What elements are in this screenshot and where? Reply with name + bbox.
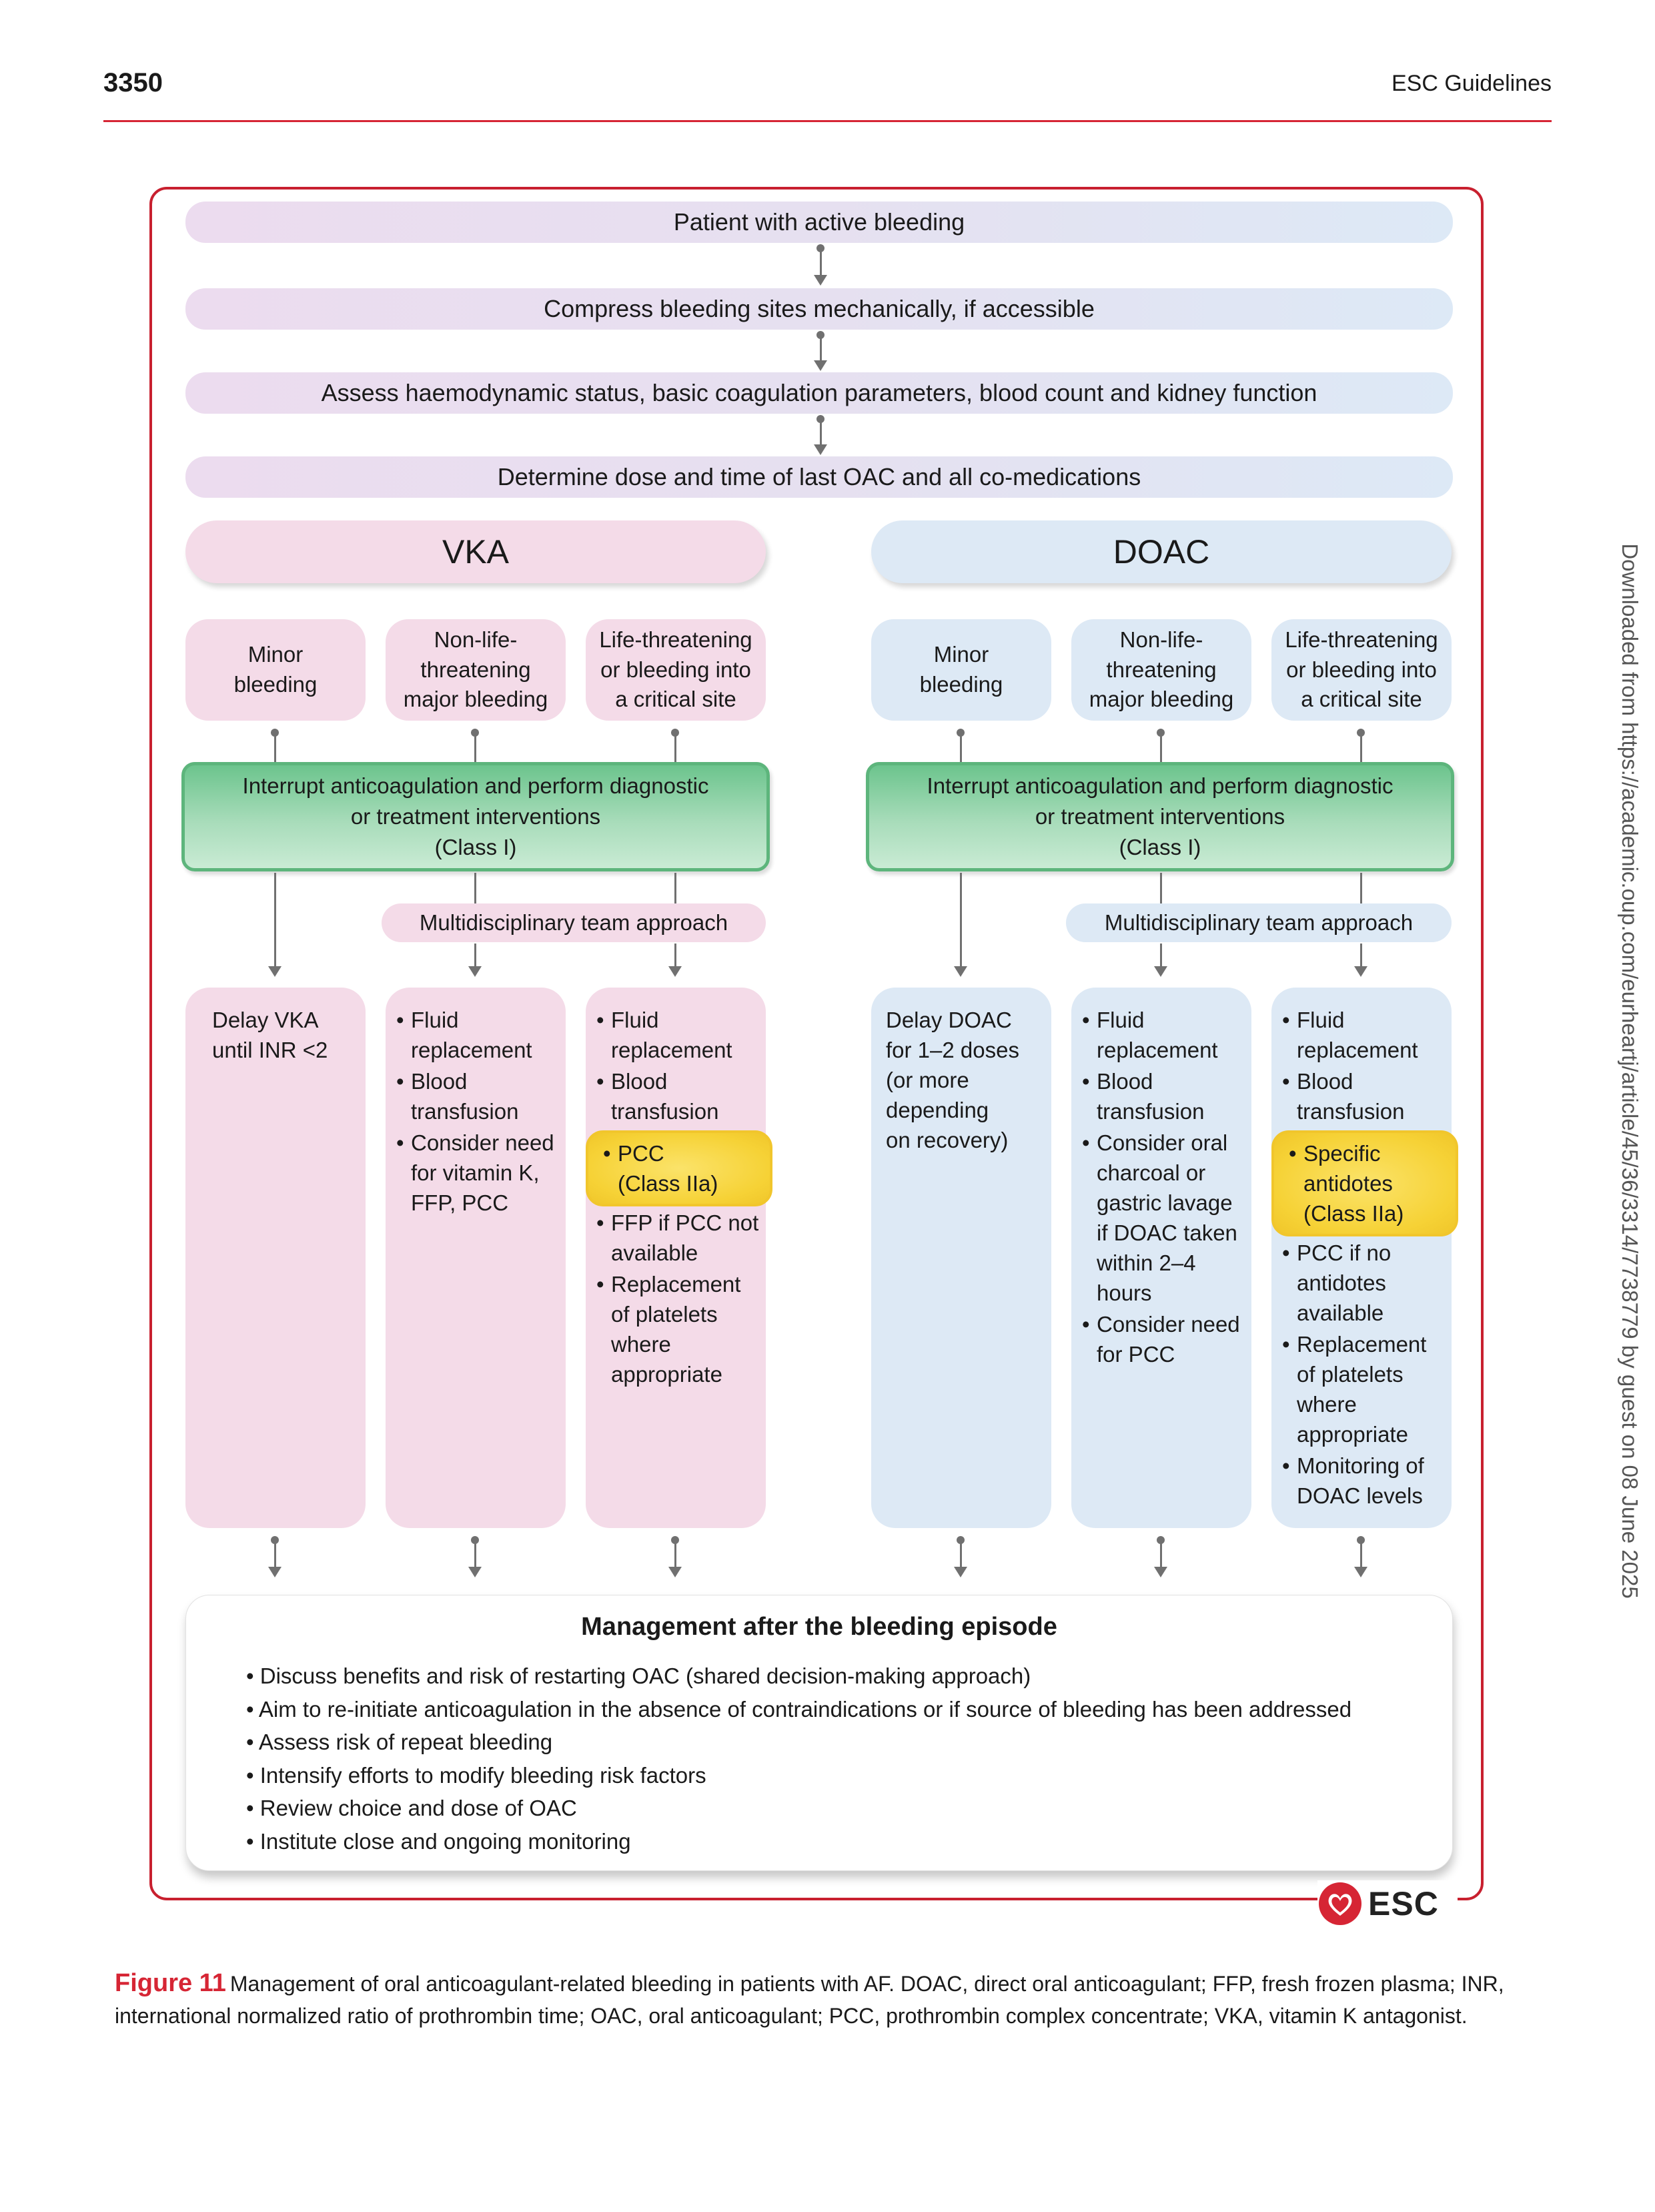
header-rule [103,120,1552,122]
connector-line [960,873,962,968]
connector-line [474,873,476,905]
connector-line [1160,733,1162,763]
arrow-down-icon [668,966,682,977]
connector-line [1360,733,1362,763]
step-assess-status: Assess haemodynamic status, basic coagul… [185,372,1453,414]
heart-icon [1319,1882,1361,1925]
vka-interrupt-box: Interrupt anticoagulation and perform di… [181,762,770,871]
page-number: 3350 [103,68,163,97]
list-item: • Institute close and ongoing monitoring [246,1828,631,1854]
doac-heading: DOAC [871,520,1452,583]
arrow-down-icon [1154,966,1167,977]
connector-line [1160,873,1162,905]
arrow-down-icon [468,966,482,977]
class-iia-highlight: •PCC(Class IIa) [586,1130,772,1206]
arrow-down-icon [268,1567,282,1577]
step-compress-bleeding: Compress bleeding sites mechanically, if… [185,288,1453,330]
list-item: • Discuss benefits and risk of restartin… [246,1664,1031,1688]
doac-interrupt-box: Interrupt anticoagulation and perform di… [866,762,1454,871]
connector-line [474,944,476,968]
arrow-down-icon [954,966,967,977]
arrow-down-icon [1354,1567,1367,1577]
arrow-down-icon [814,444,827,455]
management-title: Management after the bleeding episode [581,1613,1057,1641]
list-item: • Review choice and dose of OAC [246,1796,577,1820]
connector-line [960,1540,962,1568]
connector-line [474,733,476,763]
step-active-bleeding: Patient with active bleeding [185,202,1453,243]
connector-line [820,335,822,362]
connector-line [474,1540,476,1568]
doac-mdt-approach: Multidisciplinary team approach [1066,903,1452,942]
arrow-down-icon [814,275,827,286]
esc-logo-text: ESC [1368,1885,1439,1922]
figure-frame [149,187,1484,1900]
caption-label: Figure 11 [115,1969,226,1997]
list-item: • Assess risk of repeat bleeding [246,1730,553,1754]
arrow-down-icon [668,1567,682,1577]
step-determine-dose: Determine dose and time of last OAC and … [185,456,1453,498]
connector-line [820,419,822,446]
connector-line [1160,1540,1162,1568]
connector-line [960,733,962,763]
connector-line [674,873,676,905]
arrow-down-icon [1354,966,1367,977]
connector-line [274,733,276,763]
vka-heading: VKA [185,520,766,583]
arrow-down-icon [1154,1567,1167,1577]
esc-logo: ESC [1317,1880,1458,1927]
connector-line [674,1540,676,1568]
download-note: Downloaded from https://academic.oup.com… [1618,543,1642,1599]
connector-line [1360,1540,1362,1568]
caption-text: Management of oral anticoagulant-related… [115,1972,1504,2028]
connector-line [274,1540,276,1568]
connector-line [1360,944,1362,968]
arrow-down-icon [468,1567,482,1577]
connector-line [674,733,676,763]
arrow-down-icon [954,1567,967,1577]
connector-line [674,944,676,968]
running-head: ESC Guidelines [1391,71,1552,96]
connector-line [1360,873,1362,905]
management-box: Management after the bleeding episode • … [185,1595,1453,1871]
arrow-down-icon [814,360,827,371]
list-item: • Aim to re-initiate anticoagulation in … [246,1696,1352,1722]
list-item: • Intensify efforts to modify bleeding r… [246,1762,706,1788]
connector-line [274,873,276,968]
vka-mdt-approach: Multidisciplinary team approach [382,903,766,942]
connector-line [1160,944,1162,968]
arrow-down-icon [268,966,282,977]
connector-line [820,248,822,276]
